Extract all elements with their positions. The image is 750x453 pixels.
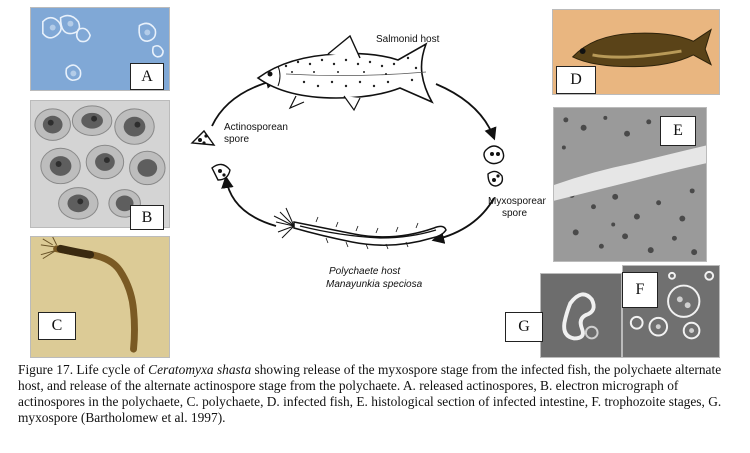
figure-caption: Figure 17. Life cycle of Ceratomyxa shas… [18, 362, 738, 426]
polychaete-host-label: Polychaete host [329, 266, 401, 277]
myxosporean-label-line1: Myxosporean [488, 196, 546, 207]
actinosporean-label-line1: Actinosporean [224, 122, 288, 133]
panel-a-label: A [130, 63, 164, 90]
arrow-polychaete-to-actinospore [221, 175, 277, 227]
arrow-actinospore-to-fish [211, 76, 279, 127]
salmonid-host-fish-illustration [256, 34, 434, 112]
caption-prefix: Figure 17. Life cycle of [18, 362, 149, 377]
polychaete-species-label: Manayunkia speciosa [326, 279, 423, 290]
panel-f-label: F [622, 272, 658, 308]
arrow-fish-to-myxospore [435, 83, 497, 141]
panel-d-label: D [556, 66, 596, 94]
panel-g-label: G [505, 312, 543, 342]
myxospore-illustration [483, 145, 505, 187]
panel-e-label: E [660, 116, 696, 146]
caption-body: showing release of the myxospore stage f… [18, 362, 722, 425]
panel-g-myxospore-image [540, 273, 622, 358]
salmonid-host-label: Salmonid host [376, 34, 440, 45]
arrow-myxospore-to-polychaete [431, 197, 495, 244]
myxosporean-label-line2: spore [502, 208, 527, 219]
panel-c-label: C [38, 312, 76, 340]
panel-b-label: B [130, 205, 164, 230]
caption-species-name: Ceratomyxa shasta [148, 362, 252, 377]
life-cycle-diagram: Salmonid host Actinosporean spore Myxosp… [190, 34, 546, 290]
polychaete-host-worm-illustration [273, 207, 447, 250]
actinospore-illustration [190, 129, 231, 181]
actinosporean-label-line2: spore [224, 134, 249, 145]
